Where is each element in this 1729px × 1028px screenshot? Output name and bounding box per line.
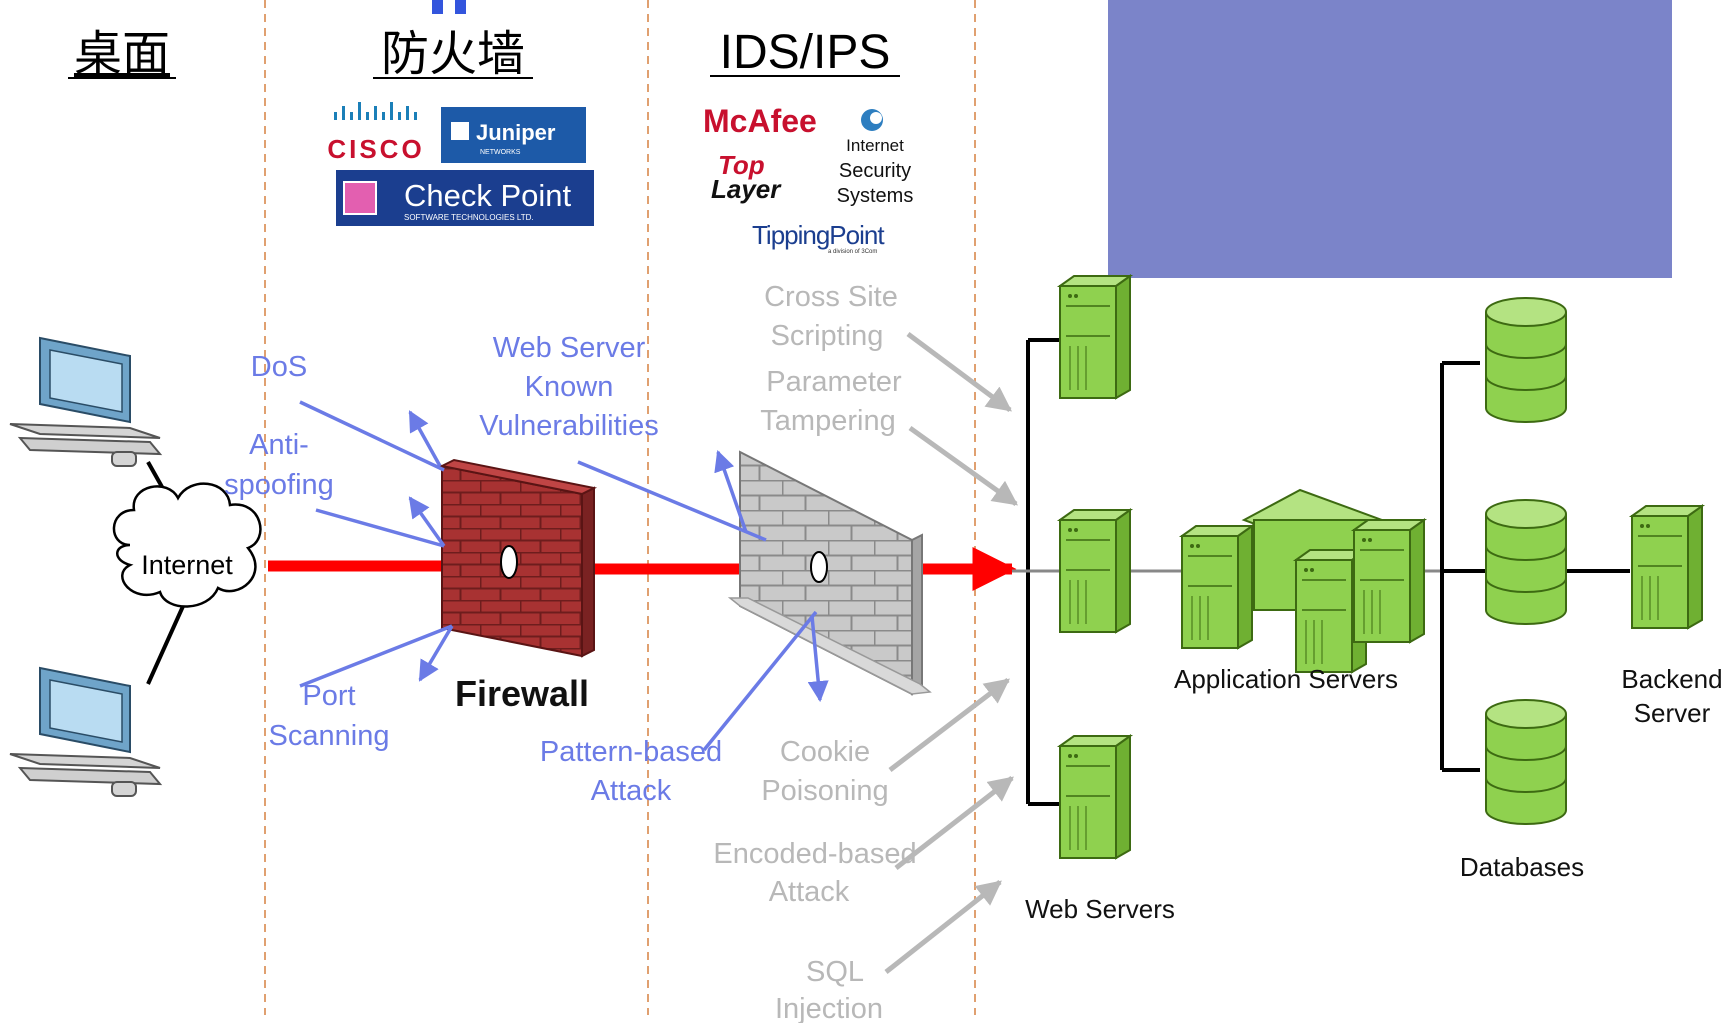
- sql-injection-label-2: Injection: [775, 993, 883, 1023]
- ids-ips-stone-wall: [727, 450, 932, 696]
- svg-text:McAfee: McAfee: [703, 103, 817, 139]
- xss-label-2: Scripting: [771, 320, 884, 352]
- blue-attack-arrows: [299, 400, 829, 752]
- cisco-logo: CISCO: [327, 102, 424, 164]
- svg-text:Systems: Systems: [837, 185, 914, 207]
- checkpoint-logo: Check Point SOFTWARE TECHNOLOGIES LTD.: [336, 170, 594, 226]
- anti-spoofing-label-1: Anti-: [249, 429, 309, 461]
- internet-cloud: Internet: [112, 482, 262, 608]
- encoded-based-label-1: Encoded-based: [713, 838, 916, 870]
- pattern-based-label-1: Pattern-based: [540, 736, 722, 768]
- application-servers: [1181, 488, 1425, 673]
- backend-server-label-1: Backend: [1621, 664, 1722, 694]
- web-server-2: [1059, 509, 1131, 633]
- svg-text:Security: Security: [839, 160, 911, 182]
- anti-spoofing-label-2: spoofing: [224, 469, 334, 501]
- desktop-computer-top: [9, 337, 161, 467]
- svg-text:CISCO: CISCO: [327, 134, 424, 164]
- svg-text:Juniper: Juniper: [476, 120, 556, 145]
- svg-text:Layer: Layer: [711, 174, 782, 204]
- cookie-poisoning-label-2: Poisoning: [761, 775, 888, 807]
- column-header-desktop: 桌面: [74, 26, 170, 82]
- databases-label: Databases: [1460, 852, 1584, 882]
- port-scanning-label-1: Port: [302, 680, 355, 712]
- top-blue-fragment: [432, 0, 466, 14]
- web-server-vuln-label-2: Known: [525, 371, 614, 403]
- web-server-vuln-label-3: Vulnerabilities: [479, 410, 658, 442]
- parameter-tampering-label-1: Parameter: [766, 366, 902, 398]
- column-header-firewall: 防火墙: [381, 26, 525, 82]
- cookie-poisoning-label-1: Cookie: [780, 736, 870, 768]
- web-server-3: [1059, 735, 1131, 859]
- web-server-vuln-label-1: Web Server: [493, 332, 646, 364]
- parameter-tampering-label-2: Tampering: [760, 405, 895, 437]
- column-separators: [264, 0, 976, 1015]
- toplayer-logo: Top Layer: [711, 150, 782, 204]
- svg-text:Check Point: Check Point: [404, 178, 572, 213]
- blue-attack-labels: DoS Anti- spoofing Port Scanning Web Ser…: [224, 332, 722, 807]
- dos-label: DoS: [251, 351, 307, 383]
- encoded-based-label-2: Attack: [769, 876, 850, 908]
- web-servers-label: Web Servers: [1025, 894, 1175, 924]
- overlay-box: [1108, 0, 1672, 278]
- svg-text:Internet: Internet: [846, 136, 904, 155]
- database-1: [1485, 297, 1567, 423]
- desktop-computer-bottom: [9, 667, 161, 797]
- backend-server-label-2: Server: [1634, 698, 1711, 728]
- tippingpoint-logo: TippingPoint a division of 3Com: [752, 220, 886, 255]
- svg-text:Internet: Internet: [141, 550, 233, 580]
- mcafee-logo: McAfee: [703, 103, 883, 139]
- sql-injection-label-1: SQL: [806, 956, 864, 988]
- svg-text:NETWORKS: NETWORKS: [480, 149, 521, 156]
- iss-logo: Internet Security Systems: [837, 136, 914, 207]
- pattern-based-label-2: Attack: [591, 775, 672, 807]
- svg-text:TippingPoint: TippingPoint: [752, 220, 885, 250]
- port-scanning-label-2: Scanning: [269, 720, 390, 752]
- juniper-logo: Juniper NETWORKS: [441, 107, 586, 163]
- column-header-ids-ips: IDS/IPS: [720, 26, 891, 79]
- backend-server: [1631, 505, 1703, 629]
- svg-text:Top: Top: [718, 150, 765, 180]
- grey-attack-arrows: [884, 331, 1019, 974]
- application-servers-label: Application Servers: [1174, 664, 1398, 694]
- firewall-brick-wall: Firewall: [438, 458, 598, 714]
- database-2: [1485, 499, 1567, 625]
- grey-attack-labels: Cross Site Scripting Parameter Tampering…: [713, 281, 916, 1025]
- firewall-label: Firewall: [455, 673, 589, 714]
- web-server-1: [1059, 275, 1131, 399]
- database-3: [1485, 699, 1567, 825]
- xss-label-1: Cross Site: [764, 281, 898, 313]
- svg-text:SOFTWARE TECHNOLOGIES LTD.: SOFTWARE TECHNOLOGIES LTD.: [404, 213, 534, 222]
- svg-text:a division of 3Com: a division of 3Com: [828, 249, 877, 255]
